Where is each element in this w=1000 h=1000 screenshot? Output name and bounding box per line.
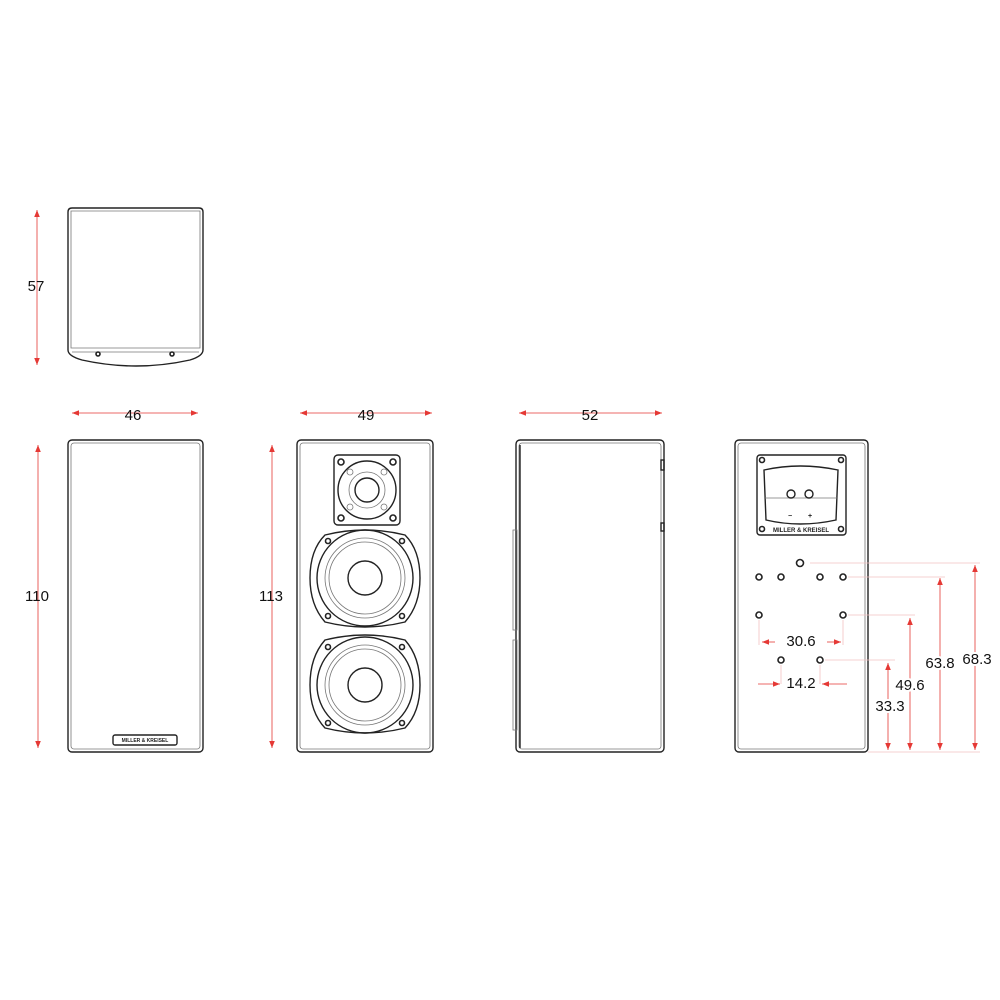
terminal-plus	[804, 489, 814, 499]
height-label: 110	[25, 588, 49, 605]
brand-logo: MILLER & KREISEL	[773, 528, 829, 534]
hole-height-upper-label: 63.8	[925, 655, 954, 672]
top-view: 57	[28, 207, 204, 367]
width-label: 46	[125, 407, 142, 424]
woofer-lower	[309, 634, 421, 734]
hole-height-low-label: 33.3	[875, 698, 904, 715]
brand-badge	[112, 734, 178, 746]
woofer-upper	[309, 529, 421, 628]
inner-spacing-label: 14.2	[786, 675, 815, 692]
front-view-grille: MILLER & KREISEL 46 110	[25, 407, 204, 753]
hole-height-top-label: 68.3	[962, 651, 991, 668]
height-label: 113	[259, 588, 283, 605]
terminal-plate: − + MILLER & KREISEL	[756, 454, 847, 536]
hole-height-mid-label: 49.6	[895, 677, 924, 694]
outer-spacing-label: 30.6	[786, 633, 815, 650]
width-label: 52	[582, 407, 599, 424]
depth-label: 57	[28, 278, 45, 295]
mounting-holes	[755, 558, 847, 664]
terminal-minus	[786, 489, 796, 499]
plus-label: +	[808, 513, 812, 520]
brand-logo: MILLER & KREISEL	[122, 738, 169, 744]
back-view: − + MILLER & KREISEL 30.6 14.2 33.3	[734, 439, 994, 753]
width-label: 49	[358, 407, 375, 424]
tweeter	[333, 454, 401, 526]
minus-label: −	[788, 513, 792, 520]
side-view: 52	[512, 407, 665, 753]
front-view-drivers: 49 113	[259, 407, 434, 753]
